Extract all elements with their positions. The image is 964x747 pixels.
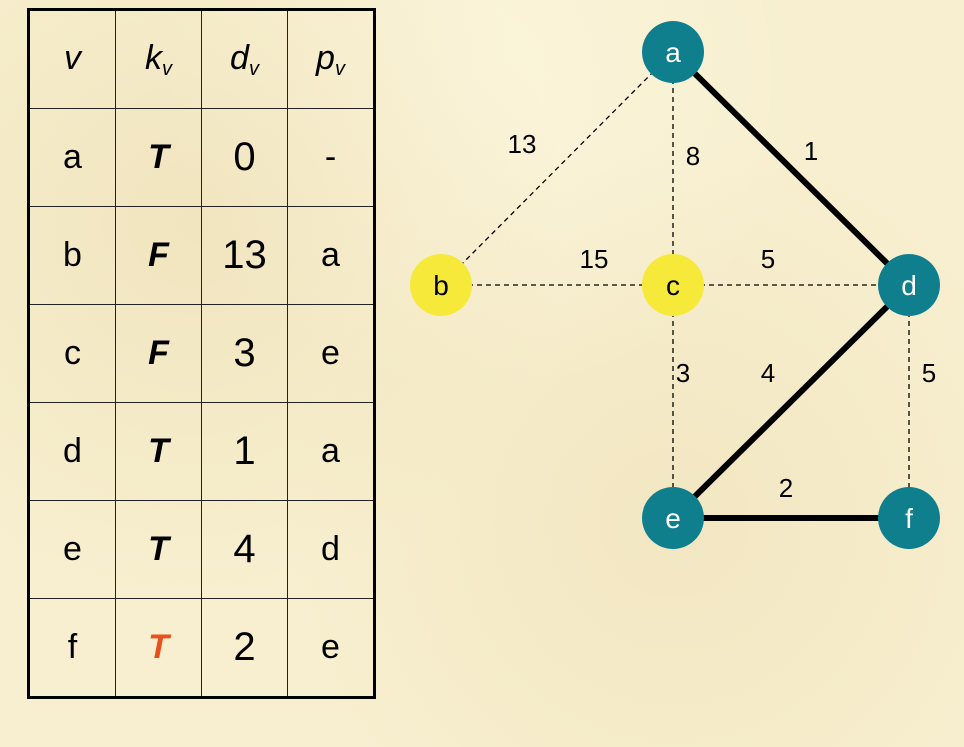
node-a (642, 21, 704, 83)
cell-distance: 4 (201, 500, 288, 599)
header-k: kv (115, 9, 202, 109)
cell-predecessor: d (287, 500, 375, 599)
node-e (642, 487, 704, 549)
cell-vertex: d (28, 402, 116, 501)
cell-vertex: f (28, 598, 116, 698)
cell-known: T (115, 108, 202, 207)
table-row: b F 13 a (28, 206, 375, 305)
cell-predecessor: e (287, 304, 375, 403)
table-row: c F 3 e (28, 304, 375, 403)
edge-weight-c-d: 5 (761, 244, 775, 274)
edge-d-e (670, 282, 912, 521)
edge-weight-a-d: 1 (804, 136, 818, 166)
dijkstra-table: v kv dv pv a T 0 - b F 13 a c F 3 e d T … (27, 8, 376, 699)
edge-weight-e-f: 2 (779, 473, 793, 503)
table-row: a T 0 - (28, 108, 375, 207)
table-header-row: v kv dv pv (28, 9, 375, 109)
cell-known: F (115, 304, 202, 403)
edge-weight-d-f: 5 (922, 358, 936, 388)
edge-weight-a-b: 13 (508, 129, 537, 159)
cell-vertex: a (28, 108, 116, 207)
header-d: dv (201, 9, 288, 109)
node-c (642, 254, 704, 316)
cell-predecessor: e (287, 598, 375, 698)
edge-weight-c-e: 3 (676, 358, 690, 388)
node-label-c: c (666, 270, 680, 301)
edge-weight-d-e: 4 (761, 358, 775, 388)
cell-vertex: c (28, 304, 116, 403)
table-row: f T 2 e (28, 598, 375, 698)
node-label-e: e (665, 503, 681, 534)
edge-weight-b-c: 15 (580, 244, 609, 274)
header-p: pv (287, 9, 375, 109)
cell-distance: 1 (201, 402, 288, 501)
node-label-f: f (905, 503, 913, 534)
cell-known: F (115, 206, 202, 305)
cell-predecessor: - (287, 108, 375, 207)
cell-distance: 2 (201, 598, 288, 698)
edge-a-b (440, 51, 674, 286)
cell-known: T (115, 402, 202, 501)
node-b (410, 254, 472, 316)
node-label-d: d (901, 270, 917, 301)
node-d (878, 254, 940, 316)
cell-predecessor: a (287, 206, 375, 305)
cell-distance: 3 (201, 304, 288, 403)
cell-distance: 13 (201, 206, 288, 305)
edge-a-d (670, 49, 912, 288)
node-label-a: a (665, 37, 681, 68)
table-row: d T 1 a (28, 402, 375, 501)
cell-predecessor: a (287, 402, 375, 501)
edge-weight-a-c: 8 (686, 141, 700, 171)
node-label-b: b (433, 270, 449, 301)
node-f (878, 487, 940, 549)
